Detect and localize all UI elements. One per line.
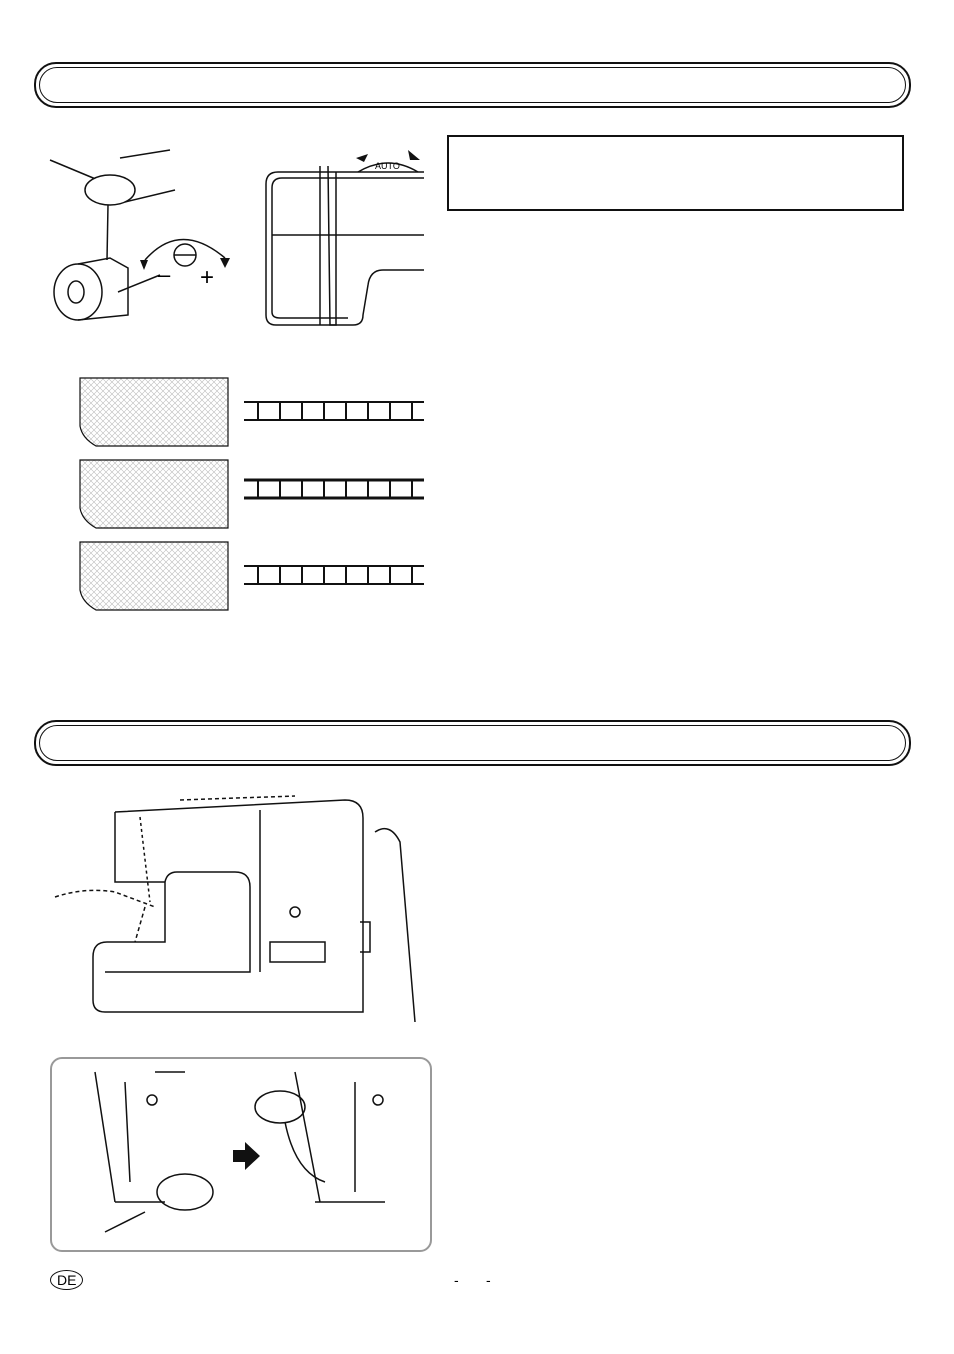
bobbin-tension-illustration: – + (49, 149, 230, 321)
section-header-bar-2 (34, 720, 911, 766)
thread-pulling-illustration (94, 1071, 385, 1233)
arrow-right-icon (233, 1142, 260, 1170)
note-box (447, 135, 904, 211)
auto-label: AUTO (375, 161, 400, 171)
language-badge: DE (50, 1270, 84, 1290)
page-number-dash-right: - (486, 1272, 491, 1288)
sewing-machine-illustration (54, 795, 416, 1023)
plus-label: + (200, 264, 214, 291)
minus-label: – (158, 262, 171, 287)
inset-panel (50, 1057, 432, 1252)
section-header-bar-1 (34, 62, 911, 108)
page-number-dash-left: - (454, 1272, 459, 1288)
stitch-tension-examples (79, 377, 424, 611)
thread-tension-dial-illustration: AUTO (265, 150, 424, 326)
